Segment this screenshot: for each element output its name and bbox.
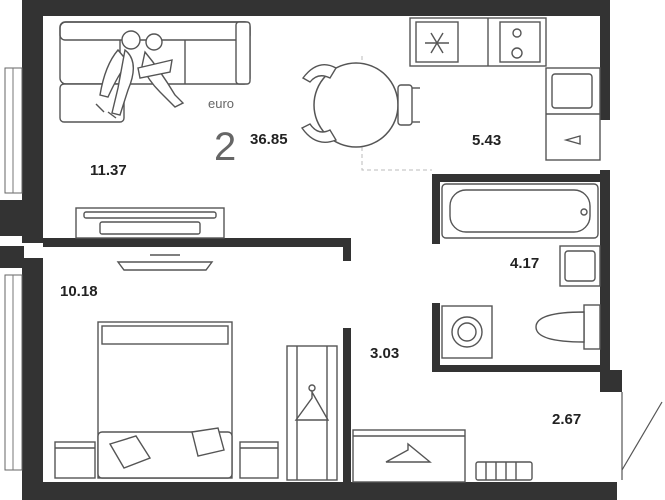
radiator (475, 461, 533, 481)
hanger-hall-icon (385, 442, 432, 463)
stove-icon (499, 21, 541, 63)
wardrobe-bedroom (286, 345, 338, 481)
rooms-count: 2 (214, 125, 236, 169)
area-kitchen: 5.43 (472, 132, 501, 149)
area-living: 11.37 (90, 162, 127, 179)
area-bedroom: 10.18 (60, 283, 98, 300)
area-bathroom: 4.17 (510, 255, 539, 272)
snowflake-icon (425, 32, 449, 54)
washing-machine (441, 305, 493, 359)
kitchen-counter (409, 17, 601, 161)
tv-bedroom (116, 254, 214, 271)
toilet (535, 304, 601, 350)
bed (97, 321, 233, 479)
area-entrance: 2.67 (552, 411, 581, 428)
bathtub (441, 183, 599, 239)
hanger-icon (294, 384, 330, 421)
nightstand-right (239, 441, 279, 479)
wardrobe-hall (352, 429, 466, 483)
dining-table (300, 62, 420, 148)
people-icon (95, 30, 185, 119)
currency-label: euro (208, 96, 234, 111)
entrance-door (621, 392, 663, 480)
interior-walls (43, 174, 600, 482)
sink (559, 245, 601, 287)
nightstand-left (54, 441, 96, 479)
area-hallway: 3.03 (370, 345, 399, 362)
outer-walls (0, 0, 622, 500)
total-area: 36.85 (250, 131, 288, 148)
tv-unit (75, 207, 225, 239)
